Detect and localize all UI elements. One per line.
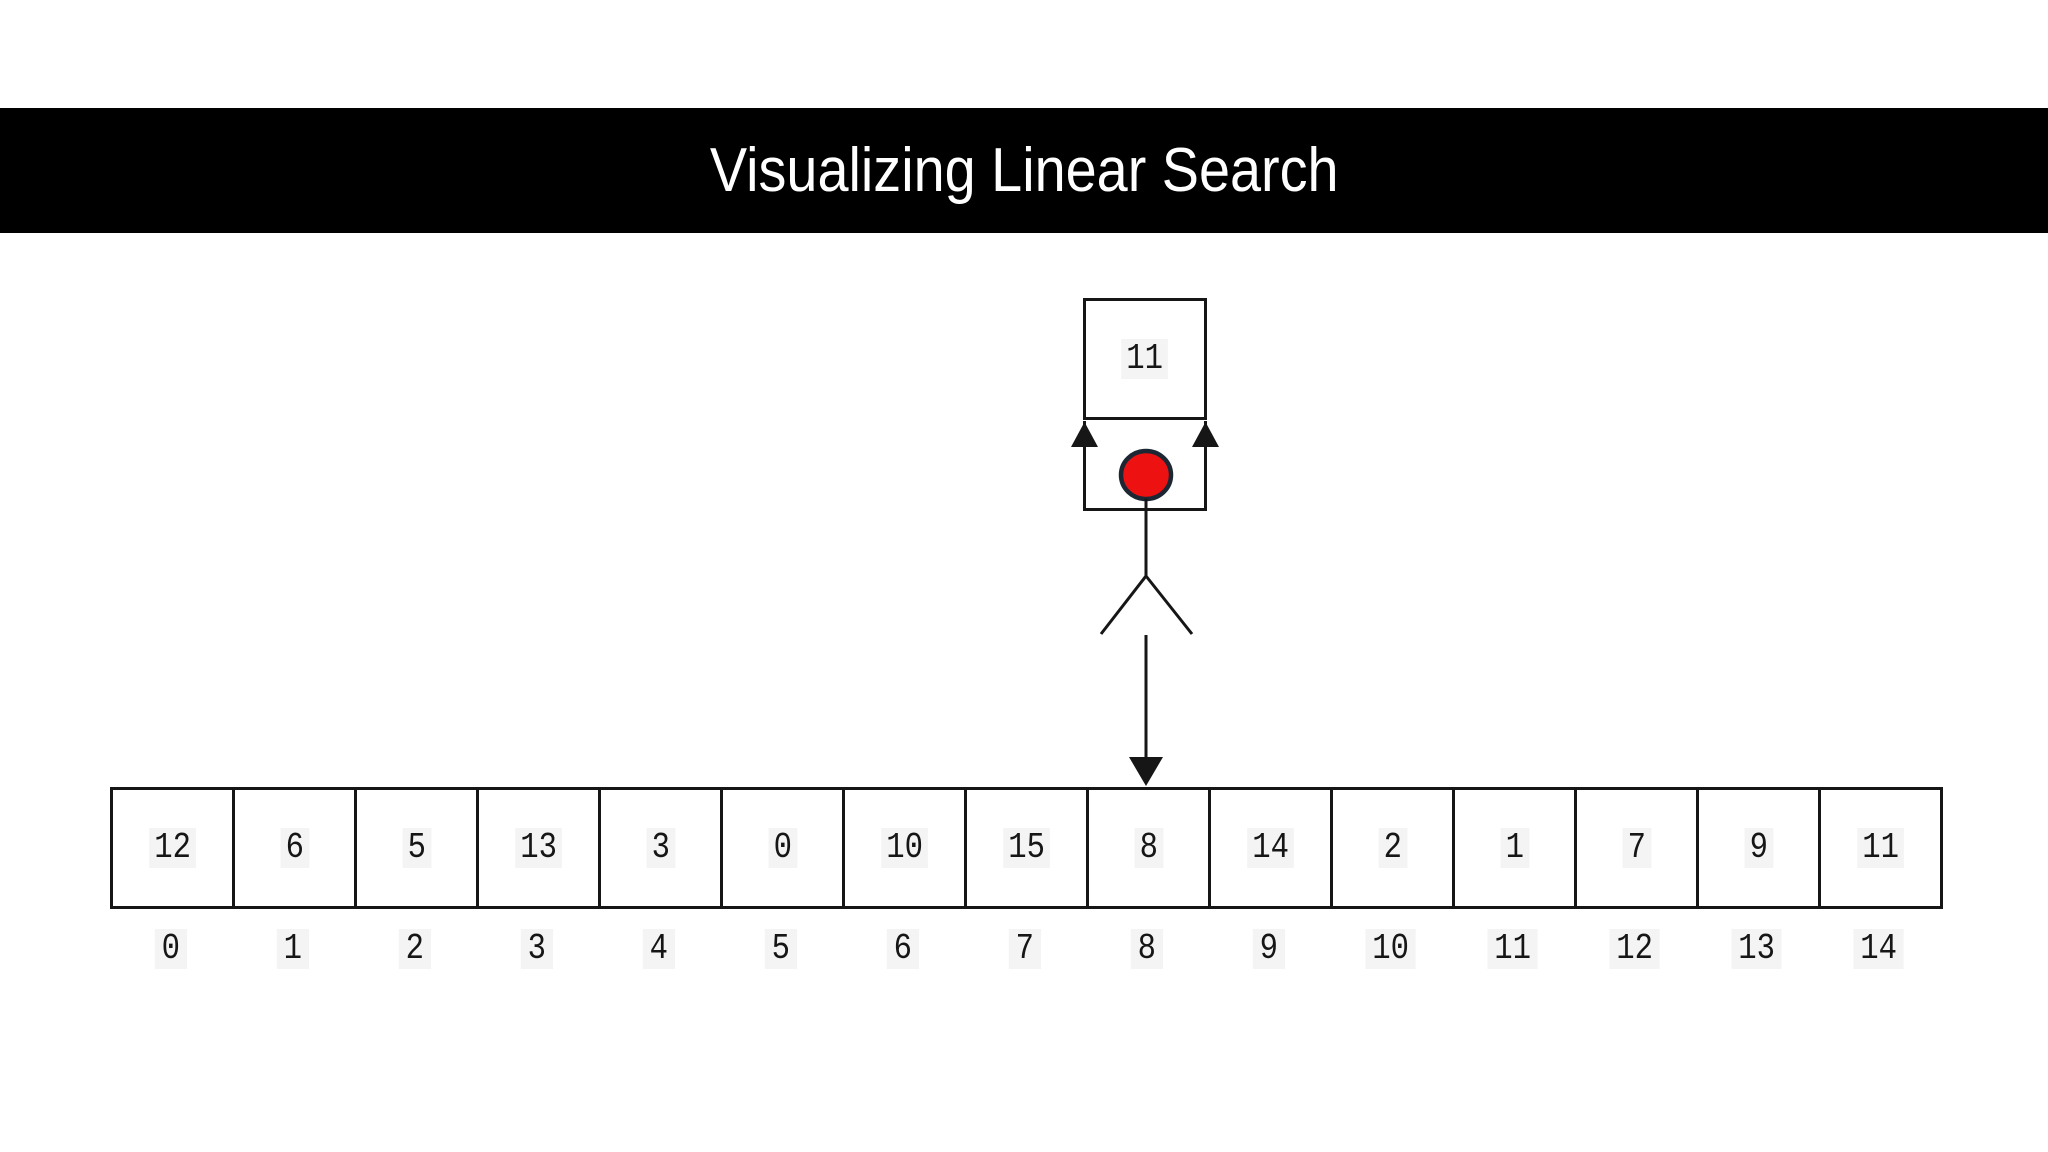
index-label-10: 10 [1330,928,1452,970]
array-row: 12 6 5 13 3 0 10 15 8 14 2 1 7 9 11 [110,787,1943,909]
array-cell-13: 9 [1696,787,1821,909]
array-cell-12: 7 [1574,787,1699,909]
page-title: Visualizing Linear Search [709,136,1339,205]
target-value: 11 [1121,339,1169,379]
index-label-3: 3 [476,928,598,970]
index-label-5: 5 [720,928,842,970]
index-value: 3 [521,929,553,969]
index-value: 1 [277,929,309,969]
array-cell-6: 10 [842,787,967,909]
cell-value: 10 [881,828,928,868]
cell-value: 0 [768,828,797,868]
array-cell-8: 8 [1086,787,1211,909]
cell-value: 14 [1247,828,1294,868]
cell-value: 3 [646,828,675,868]
index-label-1: 1 [232,928,354,970]
index-label-9: 9 [1208,928,1330,970]
index-value: 4 [643,929,675,969]
head-circle [1118,448,1174,502]
index-value: 12 [1609,929,1661,969]
index-value: 8 [1131,929,1163,969]
array-cell-3: 13 [476,787,601,909]
title-bar: Visualizing Linear Search [0,108,2048,233]
array-cell-14: 11 [1818,787,1943,909]
right-arm-up-arrow-icon [1192,422,1219,447]
index-label-2: 2 [354,928,476,970]
index-value: 10 [1365,929,1417,969]
pointer-arrowhead-icon [1129,757,1163,786]
array-cell-9: 14 [1208,787,1333,909]
cell-value: 7 [1622,828,1651,868]
array-cell-4: 3 [598,787,723,909]
array-cell-11: 1 [1452,787,1577,909]
index-label-7: 7 [964,928,1086,970]
index-value: 13 [1731,929,1783,969]
index-label-6: 6 [842,928,964,970]
index-label-11: 11 [1452,928,1574,970]
index-value: 6 [887,929,919,969]
index-value: 5 [765,929,797,969]
cell-value: 11 [1857,828,1904,868]
index-value: 7 [1009,929,1041,969]
index-label-14: 14 [1818,928,1940,970]
cell-value: 2 [1378,828,1407,868]
cell-value: 5 [402,828,431,868]
cell-value: 12 [149,828,196,868]
index-label-13: 13 [1696,928,1818,970]
index-value: 0 [155,929,187,969]
array-cell-1: 6 [232,787,357,909]
right-leg-line [1144,575,1194,635]
cell-value: 13 [515,828,562,868]
left-arm-up-arrow-icon [1071,422,1098,447]
index-value: 2 [399,929,431,969]
cell-value: 15 [1003,828,1050,868]
array-cell-10: 2 [1330,787,1455,909]
cell-value: 8 [1134,828,1163,868]
cell-value: 6 [280,828,309,868]
array-cell-5: 0 [720,787,845,909]
index-value: 14 [1853,929,1905,969]
index-label-12: 12 [1574,928,1696,970]
index-row: 0 1 2 3 4 5 6 7 8 9 10 11 12 13 14 [110,928,1940,970]
array-cell-7: 15 [964,787,1089,909]
index-label-8: 8 [1086,928,1208,970]
array-cell-0: 12 [110,787,235,909]
index-label-0: 0 [110,928,232,970]
array-cell-2: 5 [354,787,479,909]
target-value-box: 11 [1083,298,1207,420]
index-value: 11 [1487,929,1539,969]
index-value: 9 [1253,929,1285,969]
left-leg-line [1099,575,1148,635]
cell-value: 9 [1744,828,1773,868]
index-label-4: 4 [598,928,720,970]
cell-value: 1 [1500,828,1529,868]
